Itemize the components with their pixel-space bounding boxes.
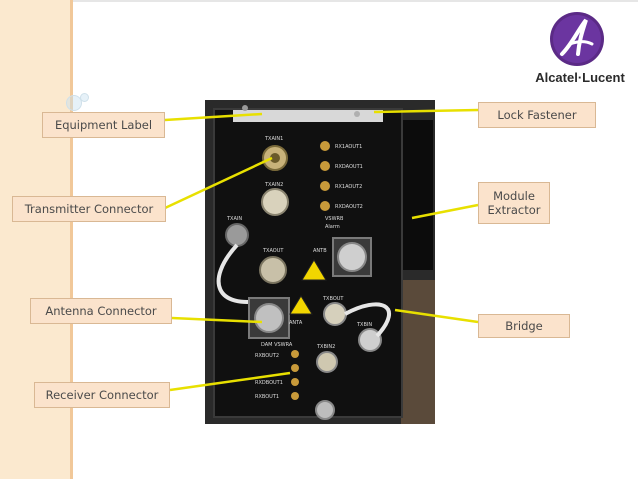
txbin2-connector [316,351,338,373]
callout-text: Module Extractor [487,189,541,217]
callout-equipment-label: Equipment Label [42,112,165,138]
leader-receiver-connector [169,371,291,392]
marking-rx1aout2: RX1AOUT2 [335,184,362,190]
antb-connector [337,242,367,272]
anta-connector [254,303,284,333]
screw [242,105,248,111]
rx-b-port [291,378,299,386]
marking-txbout: TXBOUT [322,296,344,302]
leader-module-extractor [411,203,479,220]
marking-vswrb: VSWRB [325,216,344,222]
marking-txain2: TXAIN2 [264,182,283,188]
callout-bridge: Bridge [478,314,570,338]
callout-receiver-connector: Receiver Connector [34,382,170,408]
callout-text: Equipment Label [54,118,153,132]
marking-rx1aout1: RX1AOUT1 [335,144,362,150]
alcatel-lucent-logo-mark-icon [550,12,604,66]
equipment-label-strip [233,110,383,122]
callout-text: Receiver Connector [45,388,159,402]
callout-transmitter-connector: Transmitter Connector [12,196,166,222]
rx-b-port [291,392,299,400]
callout-lock-fastener: Lock Fastener [478,102,596,128]
marking-rxdbout1: RXDBOUT1 [255,380,283,386]
leader-equipment-label [164,112,263,122]
marking-rxdaout2: RXDAOUT2 [335,204,363,210]
txain2-connector [261,188,289,216]
lock-fastener-screw [354,111,360,117]
logo-wordmark: Alcatel·Lucent [535,70,625,85]
marking-txbin: TXBIN [356,322,372,328]
equipment-photo: TXAIN1 TXAIN2 TXAIN TXAOUT ANTB TXBOUT T… [205,100,435,424]
callout-module-extractor: Module Extractor [478,182,550,224]
rx-cable-connector [315,400,335,420]
txbin-connector [358,328,382,352]
marking-rxbout2: RXBOUT2 [255,353,279,359]
rx-a-port [320,201,330,211]
sidebar-rule [70,0,73,479]
callout-text: Bridge [505,319,543,333]
marking-anta: ANTA [289,320,303,326]
txaout-connector [259,256,287,284]
marking-rxbout1: RXBOUT1 [255,394,279,400]
marking-dam-vswra: DAM VSWRA [261,342,293,348]
marking-txain: TXAIN [226,216,242,222]
warning-triangle-icon [289,295,313,315]
callout-text: Antenna Connector [45,304,157,318]
leader-lock-fastener [373,108,479,114]
decorative-bubble [80,93,89,102]
marking-txaout: TXAOUT [262,248,284,254]
decorative-bubble [66,95,82,111]
leader-bridge [394,308,479,324]
callout-antenna-connector: Antenna Connector [30,298,172,324]
rx-a-port [320,141,330,151]
marking-rxdaout1: RXDAOUT1 [335,164,363,170]
alcatel-lucent-logo: Alcatel·Lucent [528,10,632,90]
marking-txain1: TXAIN1 [264,136,283,142]
rx-b-port [291,350,299,358]
bridge-cable [344,302,391,338]
background-wall [401,280,435,424]
warning-triangle-icon [301,259,327,281]
marking-txbin2: TXBIN2 [316,344,335,350]
rx-a-port [320,161,330,171]
rx-a-port [320,181,330,191]
top-rule [73,0,638,2]
marking-alarm: Alarm [325,224,340,230]
callout-text: Transmitter Connector [24,202,154,216]
leader-antenna-connector [171,316,263,324]
marking-antb: ANTB [313,248,327,254]
callout-text: Lock Fastener [497,108,577,122]
rx-b-port [291,364,299,372]
panel-drawing: TXAIN1 TXAIN2 TXAIN TXAOUT ANTB TXBOUT T… [216,105,391,420]
leader-transmitter-connector [164,156,273,210]
